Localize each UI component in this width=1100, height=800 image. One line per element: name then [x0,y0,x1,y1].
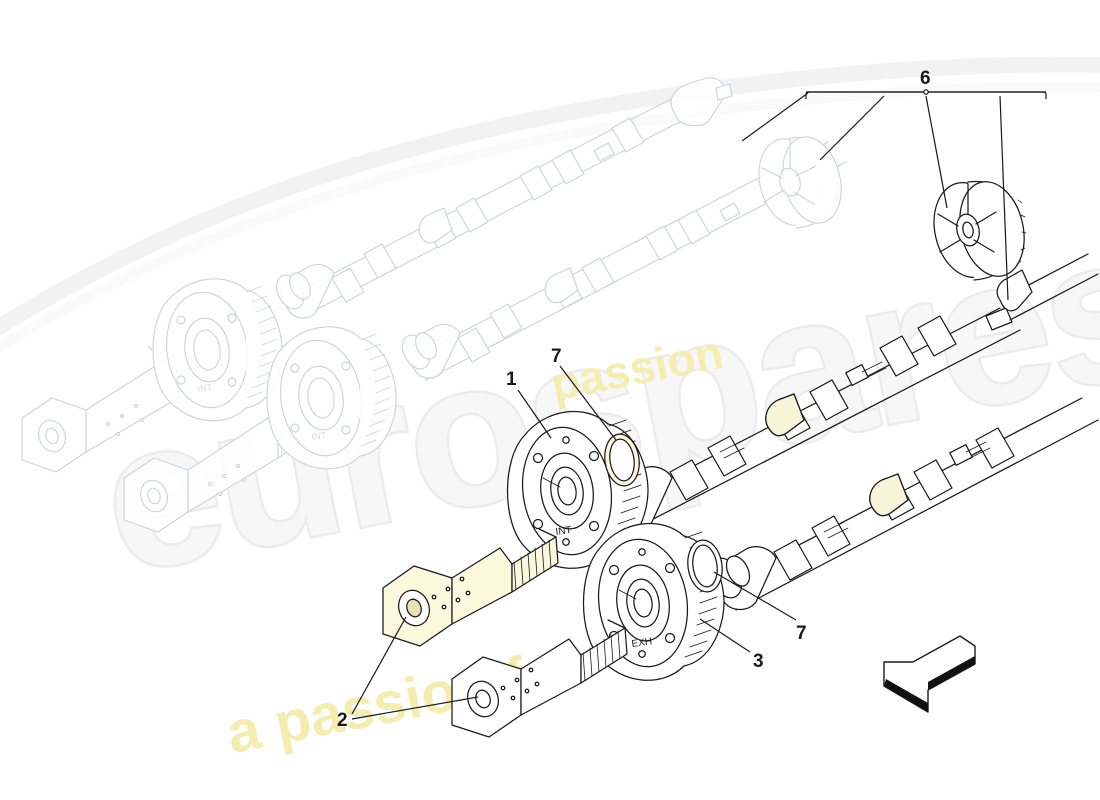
callout-3-label: 3 [753,651,764,672]
watermark-swoosh-line [0,56,1100,336]
svg-text:INT: INT [311,430,327,442]
callout-7b-leader [713,571,797,621]
callout-7b-label: 7 [796,623,807,644]
camshaft-rear-upper [275,77,733,319]
timing-variator-faded-b: INT [266,326,397,470]
direction-arrow [883,635,976,713]
seal-ring-lower[interactable] [685,538,726,594]
variator-bolt-upper[interactable] [382,528,559,647]
highlight-journals [765,393,909,517]
callout-6-leader-d [999,95,1009,301]
callout-6-bracket [741,89,1047,301]
variator-pulley-faded [758,136,842,229]
variator-pulley-upper [996,253,1099,321]
callout-1-leader [517,389,552,439]
svg-text:INT: INT [197,382,213,394]
watermark-swoosh-top [0,10,1100,304]
callout-7a-leader [559,365,617,441]
variator-exhaust-marking: EXH [631,636,653,650]
variator-bolt-lower[interactable] [451,619,628,738]
callout-6-leader-c [925,95,948,209]
variator-pulley-lower [933,180,1027,281]
camshaft-second [401,136,847,381]
callout-2-label: 2 [337,710,348,731]
callout-6-leader-a [741,92,809,142]
callout-2-leader-b [351,696,479,720]
callout-1-label: 1 [506,369,517,390]
timing-variator-intake[interactable]: INT [506,410,649,569]
callout-3-leader [699,618,751,653]
callout-7a-label: 7 [551,346,562,367]
seal-ring-upper[interactable] [602,432,643,488]
variator-intake-marking: INT [555,525,572,538]
callout-2-leader-a [351,616,407,715]
callout-6-leader-b [819,95,885,161]
watermark-swoosh-line-2 [0,81,1100,353]
callout-6-label: 6 [920,68,931,89]
